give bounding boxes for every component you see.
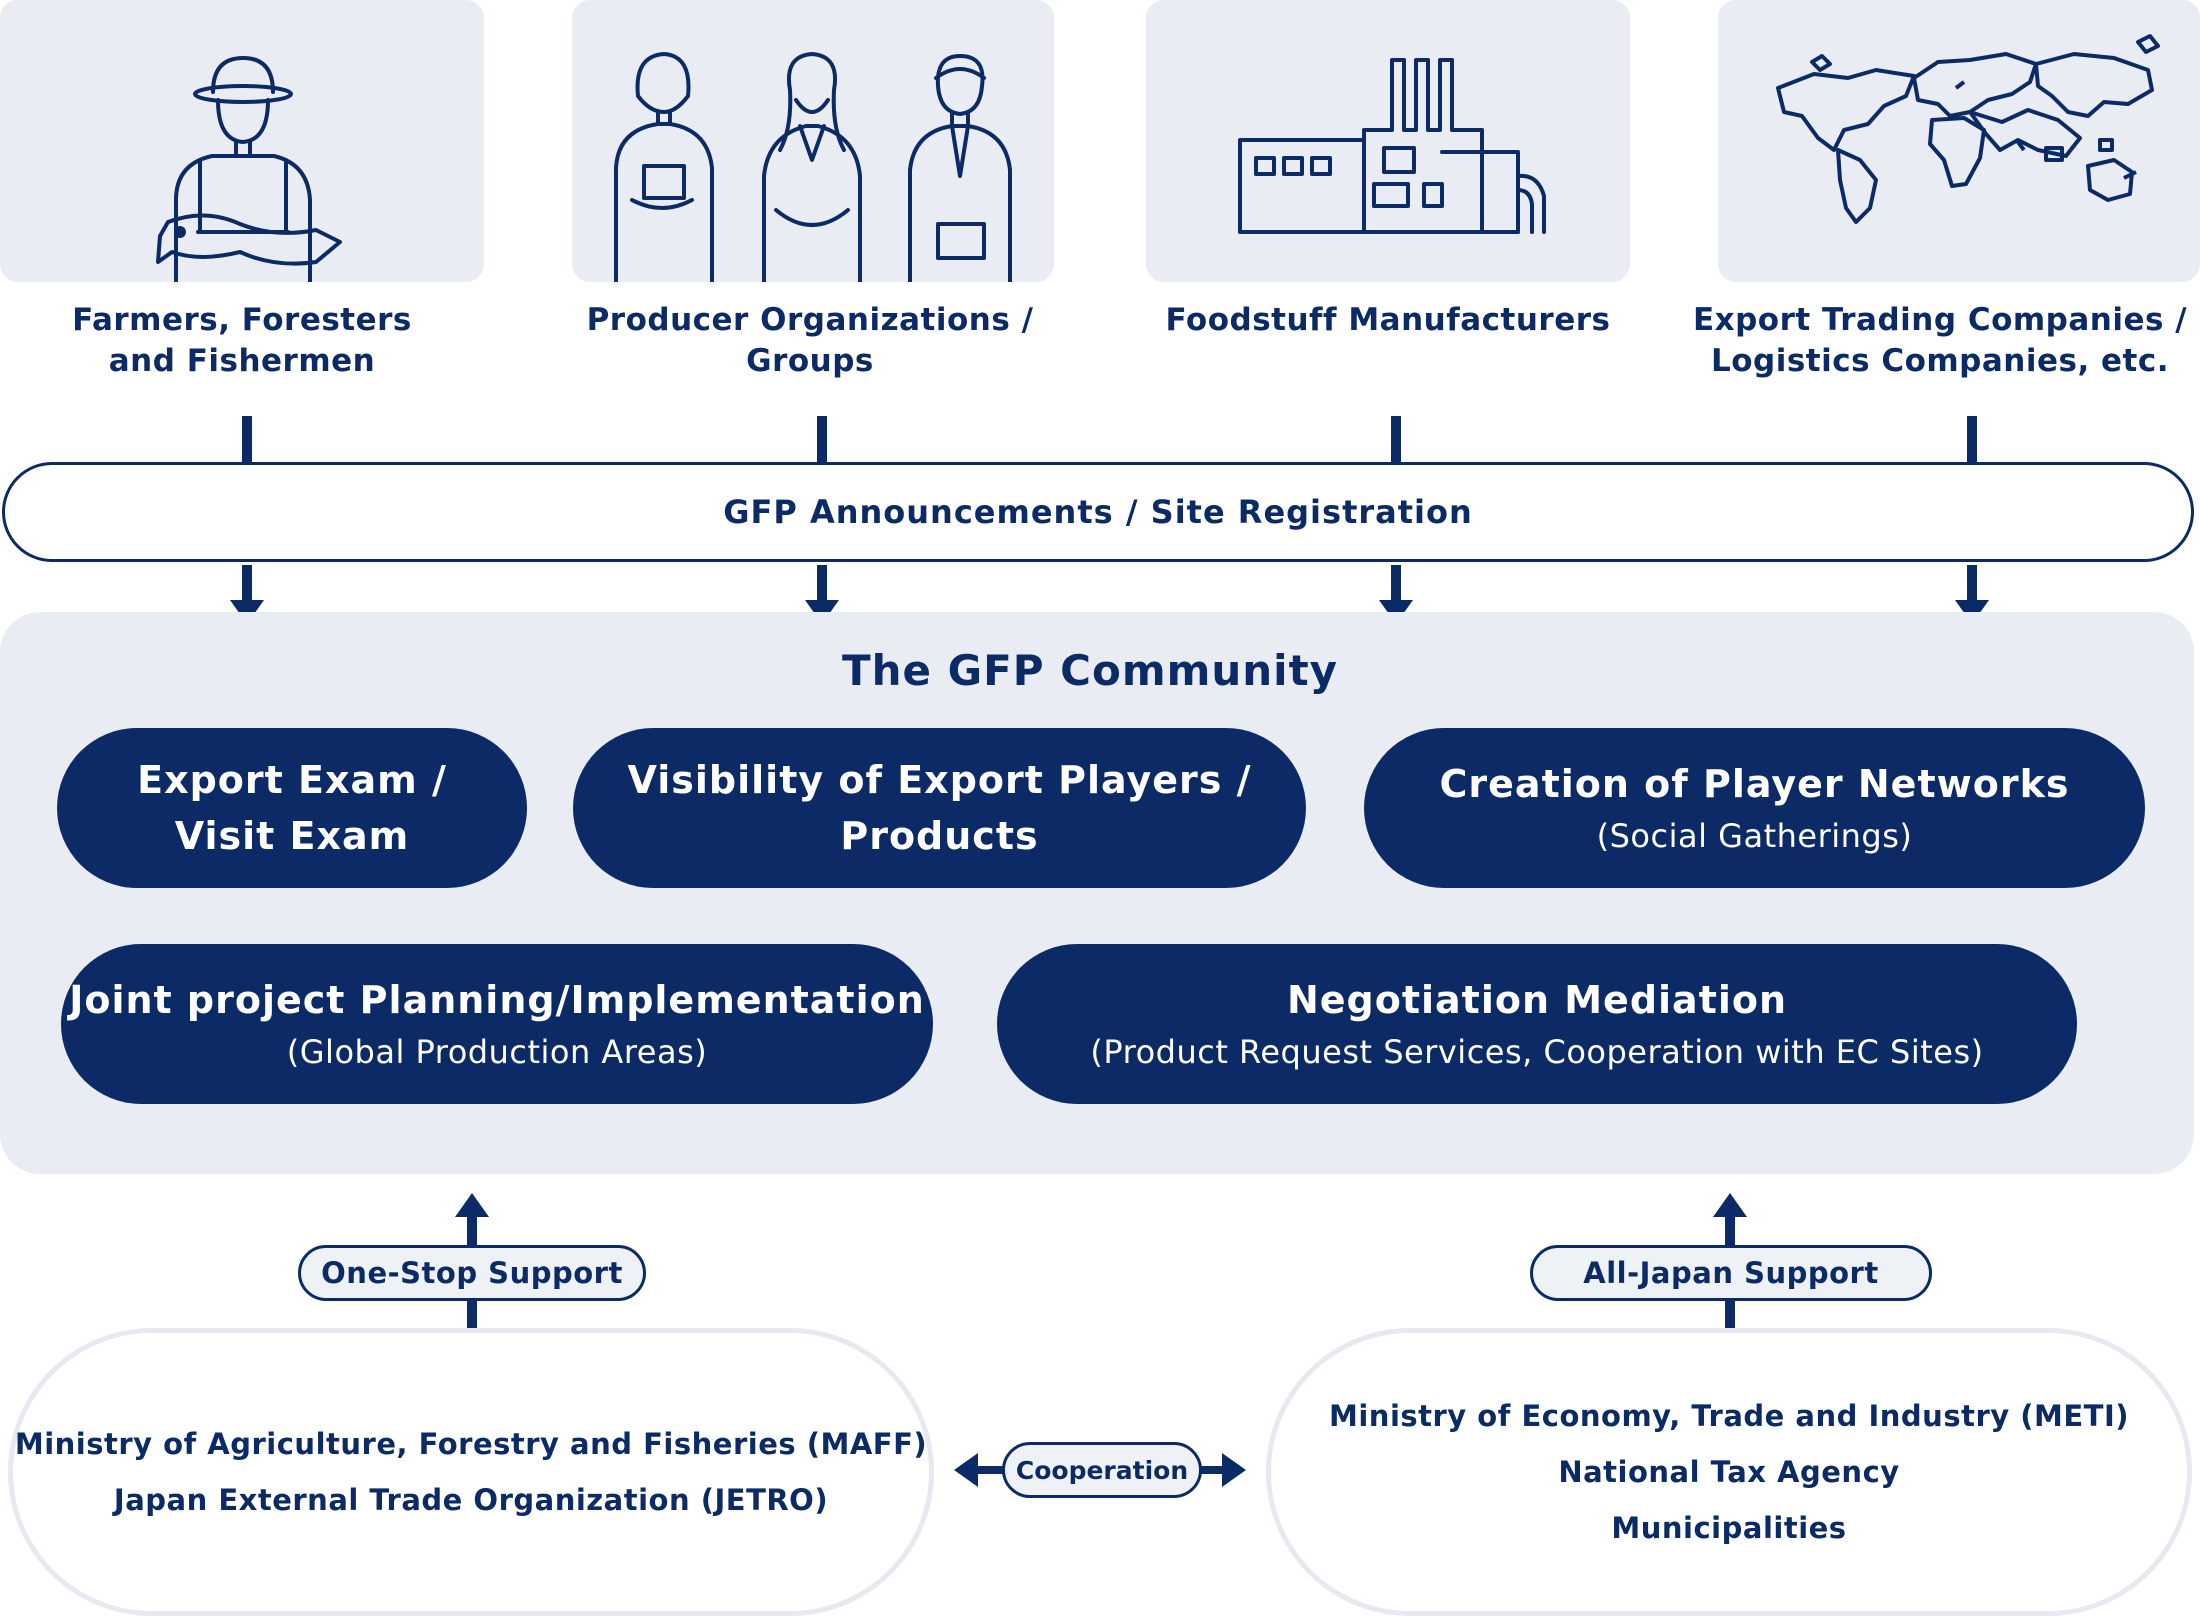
manufacturer-card [1146,0,1630,282]
world-map-icon [1776,34,2160,224]
trading-card [1718,0,2200,282]
connector-line [242,416,252,462]
service-visibility: Visibility of Export Players / Products [573,728,1306,888]
all-japan-support-tag: All-Japan Support [1530,1245,1932,1301]
service-player-networks: Creation of Player Networks (Social Gath… [1364,728,2145,888]
arrow-up-icon [1713,1193,1747,1217]
connector-line [1967,416,1977,462]
right-organizations: Ministry of Economy, Trade and Industry … [1266,1328,2192,1616]
left-organizations: Ministry of Agriculture, Forestry and Fi… [8,1328,934,1616]
farmer-card [0,0,484,282]
producer-card [572,0,1054,282]
actor-label-farmers: Farmers, Foresters and Fishermen [72,302,412,379]
announcement-bar: GFP Announcements / Site Registration [2,462,2194,562]
arrow-left-icon [954,1453,978,1487]
arrow-down-shaft [1967,565,1977,601]
connector-line [1391,416,1401,462]
arrow-up-icon [455,1193,489,1217]
connector-line [817,416,827,462]
cooperation-line [1200,1466,1226,1474]
one-stop-support-tag: One-Stop Support [298,1245,646,1301]
community-title: The GFP Community [841,646,1339,695]
actor-label-producers: Producer Organizations / Groups [586,302,1034,379]
arrow-down-shaft [242,565,252,601]
service-joint-project: Joint project Planning/Implementation (G… [61,944,933,1104]
actor-label-manufacturers: Foodstuff Manufacturers [1165,302,1611,338]
cooperation-tag: Cooperation [1002,1442,1202,1498]
actor-label-trading: Export Trading Companies / Logistics Com… [1692,302,2188,379]
arrow-down-shaft [817,565,827,601]
cooperation-line [978,1466,1004,1474]
farmer-icon [156,56,342,282]
service-negotiation: Negotiation Mediation (Product Request S… [997,944,2077,1104]
service-export-exam: Export Exam / Visit Exam [57,728,527,888]
factory-icon [1238,58,1546,234]
arrow-right-icon [1222,1453,1246,1487]
arrow-down-shaft [1391,565,1401,601]
business-people-icon [614,52,1012,282]
